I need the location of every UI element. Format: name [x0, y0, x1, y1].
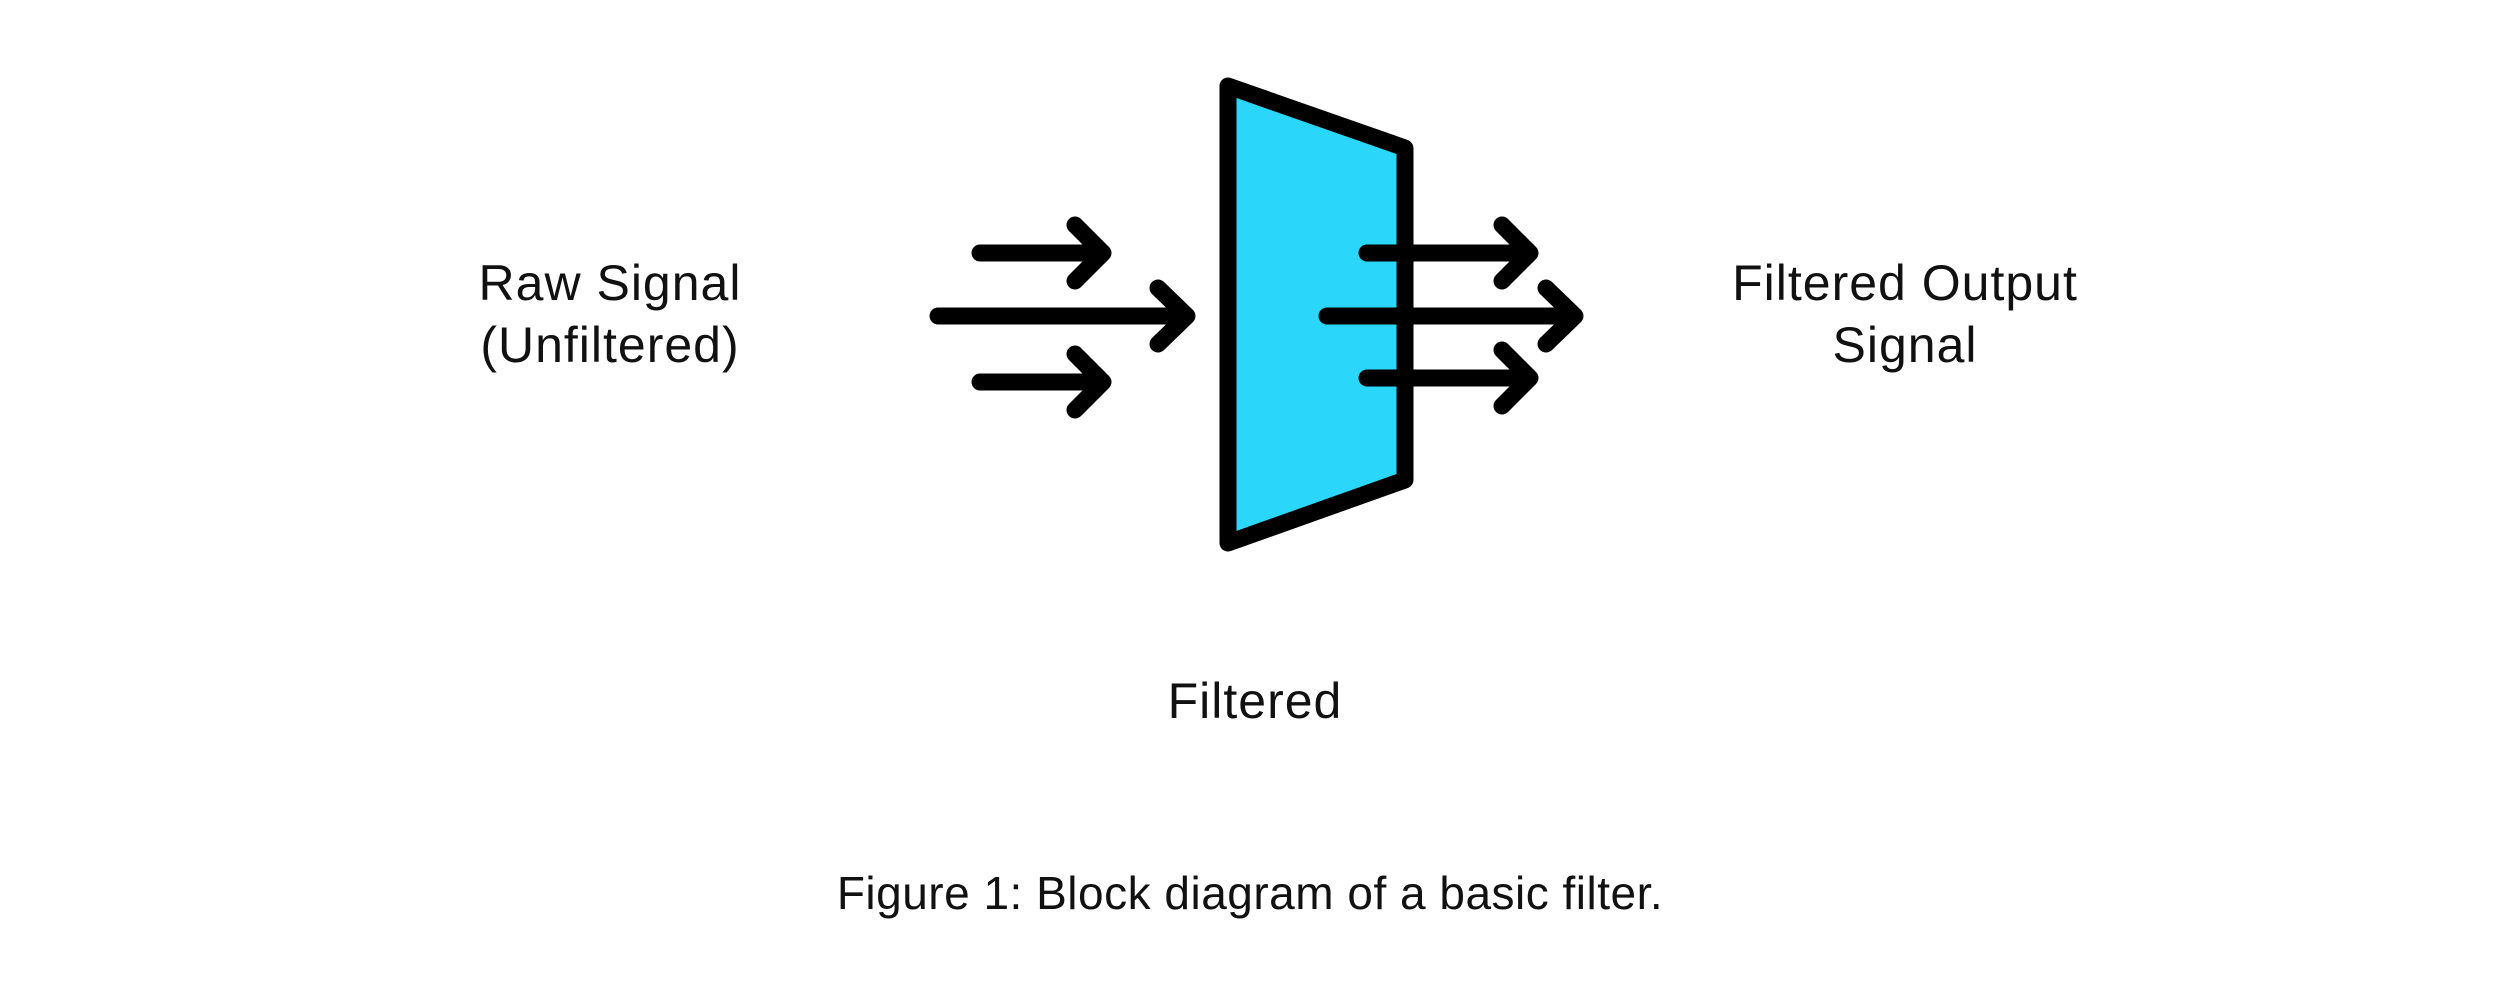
output-arrows [1318, 216, 1584, 415]
figure-caption-text: Figure 1: Block diagram of a basic filte… [836, 867, 1664, 919]
output-arrow-bottom [1358, 341, 1539, 415]
input-signal-label: Raw Signal (Unfiltered) [410, 252, 810, 376]
filter-block-icon [1219, 77, 1414, 552]
filter-block-label-text: Filtered [1167, 673, 1343, 729]
input-signal-label-line-1: Raw Signal [478, 255, 742, 311]
input-arrows [929, 216, 1196, 419]
output-signal-label-line-2: Signal [1832, 317, 1978, 373]
input-arrow-middle [929, 279, 1196, 353]
output-signal-label: Filtered Output Signal [1645, 252, 2165, 376]
figure-caption: Figure 1: Block diagram of a basic filte… [650, 862, 1850, 924]
output-arrow-middle [1318, 279, 1584, 353]
input-signal-label-line-2: (Unfiltered) [480, 317, 740, 373]
input-arrow-top [971, 216, 1112, 290]
output-signal-label-line-1: Filtered Output [1732, 255, 2078, 311]
filter-block-label: Filtered [1100, 670, 1410, 732]
output-arrow-top [1358, 216, 1539, 290]
input-arrow-bottom [971, 345, 1112, 419]
